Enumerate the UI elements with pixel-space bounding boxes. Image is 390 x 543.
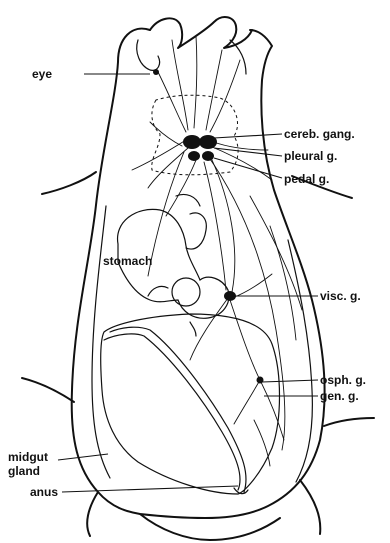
label-osphradial-ganglion: osph. g.	[320, 373, 366, 387]
label-cerebral-ganglion: cereb. gang.	[284, 127, 355, 141]
label-stomach: stomach	[103, 254, 152, 268]
labels: eye cereb. gang. pleural g. pedal g. sto…	[8, 67, 366, 499]
label-eye: eye	[32, 67, 52, 81]
pedal-ganglion-mark-right	[202, 151, 214, 161]
label-pedal-ganglion: pedal g.	[284, 172, 329, 186]
label-midgut: midgut	[8, 450, 48, 464]
label-anus: anus	[30, 485, 58, 499]
cerebral-ganglion-mark-right	[199, 135, 217, 149]
visceral-ganglion-mark	[224, 291, 236, 301]
nerve-cords	[132, 36, 302, 466]
label-visceral-ganglion: visc. g.	[320, 289, 361, 303]
label-pleural-ganglion: pleural g.	[284, 149, 337, 163]
label-genital-ganglion: gen. g.	[320, 389, 359, 403]
label-gland: gland	[8, 464, 40, 478]
ganglia	[183, 135, 264, 384]
pedal-ganglion-mark-left	[188, 151, 200, 161]
midgut-gland-organ	[101, 314, 280, 494]
cerebral-ganglion-mark	[183, 135, 201, 149]
